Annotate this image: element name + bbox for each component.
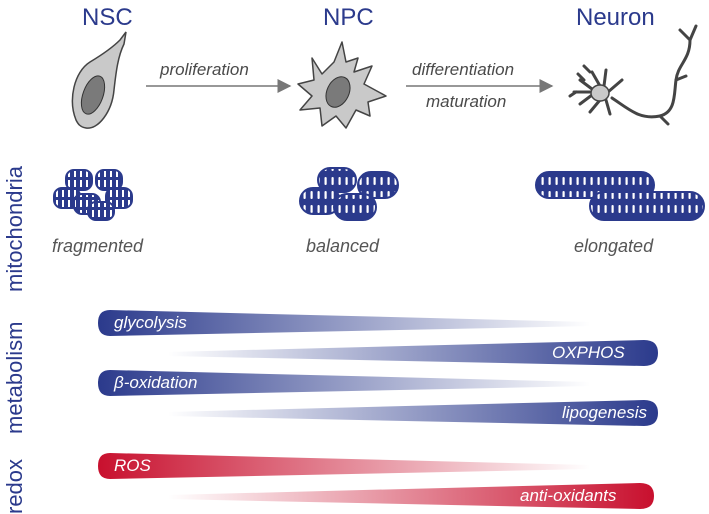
lipogenesis-bar [168, 400, 658, 426]
balanced-mitochondria-icon [299, 167, 399, 221]
side-label-mitochondria: mitochondria [2, 166, 27, 292]
cell-illustrations [71, 24, 698, 129]
antioxidants-bar [168, 483, 654, 509]
oxphos-bar [168, 340, 658, 366]
nsc-cell-icon [71, 31, 127, 129]
stage-label-npc: NPC [323, 4, 374, 31]
glycolysis-bar [98, 310, 590, 336]
label-antioxidants: anti-oxidants [520, 486, 617, 505]
label-elongated: elongated [574, 236, 654, 256]
label-beta-oxidation: β-oxidation [114, 373, 198, 392]
elongated-mitochondria-icon [535, 171, 705, 221]
npc-cell-icon [297, 41, 387, 129]
gradient-bars [98, 310, 658, 509]
label-glycolysis: glycolysis [114, 313, 187, 332]
label-oxphos: OXPHOS [552, 343, 625, 362]
stage-label-nsc: NSC [82, 4, 133, 31]
label-fragmented: fragmented [52, 236, 144, 256]
label-ros: ROS [114, 456, 151, 475]
label-differentiation: differentiation [412, 60, 515, 79]
neuron-icon [568, 24, 698, 126]
label-maturation: maturation [426, 92, 507, 111]
label-proliferation: proliferation [160, 60, 249, 79]
fragmented-mitochondria-icon [53, 169, 133, 221]
label-lipogenesis: lipogenesis [562, 403, 648, 422]
beta-oxidation-bar [98, 370, 590, 396]
stage-label-neuron: Neuron [576, 4, 655, 31]
label-balanced: balanced [306, 236, 380, 256]
neuron-soma-icon [590, 84, 610, 102]
mitochondria-illustrations [53, 167, 705, 221]
ros-bar [98, 453, 590, 479]
